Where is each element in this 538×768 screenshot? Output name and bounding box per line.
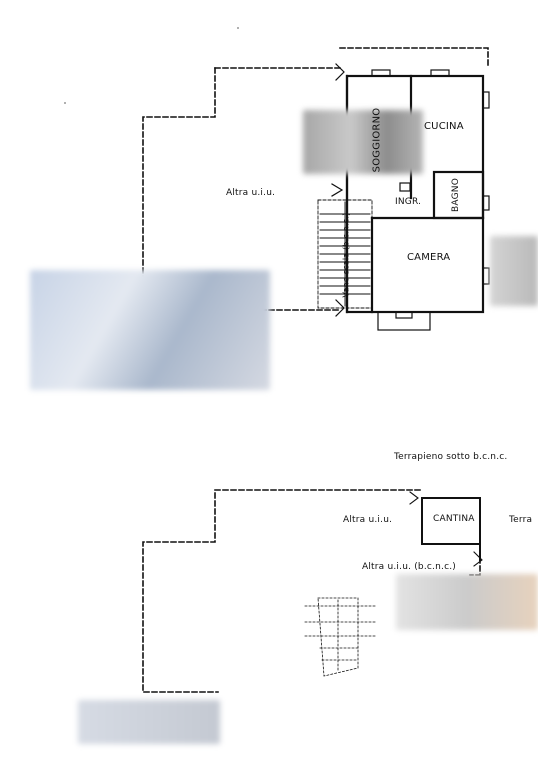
- break-symbols: [331, 63, 345, 317]
- stair-note-label: Vano scala (b.c.n.c.): [341, 212, 351, 298]
- lower-break: [473, 551, 483, 567]
- redaction-blur: [78, 700, 220, 744]
- lower-stair: [304, 597, 376, 677]
- neighbour-bcnc-label: Altra u.i.u. (b.c.n.c.): [362, 562, 456, 572]
- neighbour-label-upper: Altra u.i.u.: [226, 188, 276, 198]
- entry-door: [399, 182, 411, 192]
- redaction-blur: [30, 270, 270, 390]
- upper-stair: [317, 199, 373, 309]
- terra-label: Terra: [509, 515, 533, 525]
- balcony: [377, 311, 431, 331]
- room-label-bagno: BAGNO: [451, 178, 461, 212]
- cantina-walls: [421, 497, 481, 561]
- room-label-cantina: CANTINA: [433, 514, 475, 524]
- room-label-camera: CAMERA: [407, 252, 451, 263]
- room-label-ingresso: INGR.: [395, 197, 422, 207]
- redaction-blur: [490, 236, 538, 306]
- redaction-blur: [303, 110, 423, 174]
- room-label-cucina: CUCINA: [424, 121, 464, 132]
- cantina-break: [409, 491, 419, 505]
- room-label-soggiorno: SOGGIORNO: [371, 107, 383, 173]
- redaction-blur: [396, 574, 538, 630]
- terrapieno-label: Terrapieno sotto b.c.n.c.: [394, 452, 508, 462]
- speck: [64, 102, 66, 104]
- window-marks: [371, 69, 490, 319]
- speck: [237, 27, 239, 29]
- neighbour-label-lower: Altra u.i.u.: [343, 515, 393, 525]
